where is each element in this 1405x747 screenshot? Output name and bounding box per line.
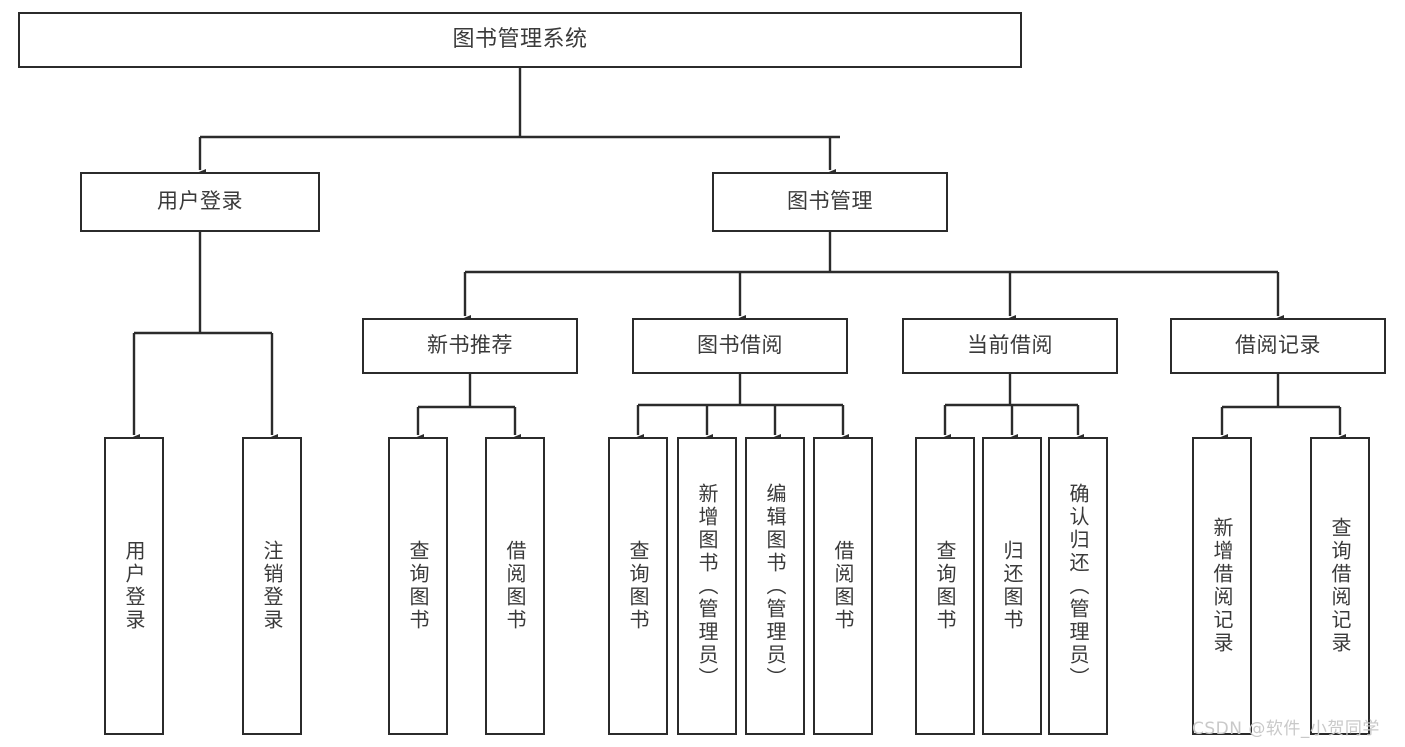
node-label: 归还图书 <box>1000 540 1024 632</box>
node-user-login[interactable]: 用户登录 <box>80 172 320 232</box>
node-label: 当前借阅 <box>967 333 1053 358</box>
node-borrow-record[interactable]: 借阅记录 <box>1170 318 1386 374</box>
node-label: 注销登录 <box>260 540 284 632</box>
node-root-system[interactable]: 图书管理系统 <box>18 12 1022 68</box>
node-leaf-add-record[interactable]: 新增借阅记录 <box>1192 437 1252 735</box>
node-leaf-add-book[interactable]: 新增图书（管理员） <box>677 437 737 735</box>
node-label: 图书管理系统 <box>452 26 588 52</box>
node-label: 确认归还（管理员） <box>1066 482 1090 690</box>
node-book-manage[interactable]: 图书管理 <box>712 172 948 232</box>
node-leaf-confirm-return[interactable]: 确认归还（管理员） <box>1048 437 1108 735</box>
node-leaf-borrow-book[interactable]: 借阅图书 <box>813 437 873 735</box>
node-label: 图书管理 <box>787 189 873 214</box>
node-leaf-query-book-current[interactable]: 查询图书 <box>915 437 975 735</box>
node-label: 编辑图书（管理员） <box>763 482 787 690</box>
node-leaf-query-record[interactable]: 查询借阅记录 <box>1310 437 1370 735</box>
node-leaf-borrow-book-rec[interactable]: 借阅图书 <box>485 437 545 735</box>
node-label: 用户登录 <box>122 540 146 632</box>
node-label: 借阅记录 <box>1235 333 1321 358</box>
node-label: 借阅图书 <box>503 540 527 632</box>
node-leaf-user-login[interactable]: 用户登录 <box>104 437 164 735</box>
node-current-borrow[interactable]: 当前借阅 <box>902 318 1118 374</box>
node-label: 查询图书 <box>933 540 957 632</box>
node-label: 查询图书 <box>626 540 650 632</box>
node-leaf-query-book-rec[interactable]: 查询图书 <box>388 437 448 735</box>
node-label: 借阅图书 <box>831 540 855 632</box>
node-leaf-query-book-borrow[interactable]: 查询图书 <box>608 437 668 735</box>
node-label: 新增图书（管理员） <box>695 482 719 690</box>
node-label: 新书推荐 <box>427 333 513 358</box>
node-book-borrow[interactable]: 图书借阅 <box>632 318 848 374</box>
node-label: 查询图书 <box>406 540 430 632</box>
node-label: 新增借阅记录 <box>1210 517 1234 655</box>
node-label: 用户登录 <box>157 189 243 214</box>
node-leaf-return-book[interactable]: 归还图书 <box>982 437 1042 735</box>
node-new-book-rec[interactable]: 新书推荐 <box>362 318 578 374</box>
node-label: 查询借阅记录 <box>1328 517 1352 655</box>
node-leaf-user-logout[interactable]: 注销登录 <box>242 437 302 735</box>
node-label: 图书借阅 <box>697 333 783 358</box>
node-leaf-edit-book[interactable]: 编辑图书（管理员） <box>745 437 805 735</box>
watermark-text: CSDN @软件_小贺同学 <box>1192 719 1380 739</box>
